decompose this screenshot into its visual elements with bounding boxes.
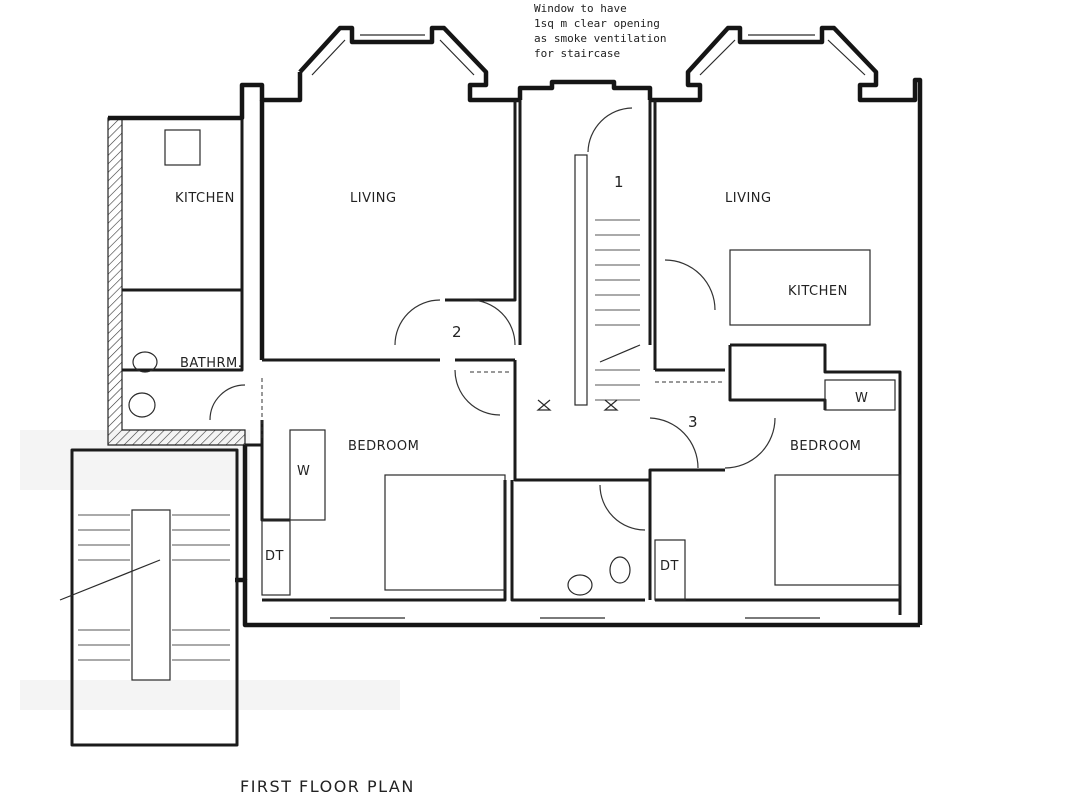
room-label-kitchen-left: KITCHEN bbox=[175, 191, 235, 206]
living-left-right-wall bbox=[445, 100, 517, 302]
dt-right-label: DT bbox=[660, 559, 679, 574]
kitchen-right-units bbox=[729, 249, 871, 326]
flat-number-3: 3 bbox=[688, 413, 698, 431]
door-stair-top bbox=[587, 107, 633, 153]
wardrobe-left-label: W bbox=[297, 464, 310, 479]
annotation-line-1: Window to have bbox=[534, 2, 627, 15]
door-right-bedroom bbox=[724, 417, 776, 469]
external-stair-treads bbox=[78, 514, 230, 661]
left-block-partitions bbox=[122, 120, 244, 372]
wardrobe-right-label: W bbox=[855, 391, 868, 406]
left-bedroom-bottom bbox=[262, 480, 507, 602]
dt-right-cupboard bbox=[654, 539, 686, 601]
annotation-line-3: as smoke ventilation bbox=[534, 32, 666, 45]
main-left-wall bbox=[242, 100, 265, 580]
living-right-bottom-wall bbox=[655, 343, 902, 615]
interior-walls bbox=[122, 100, 902, 615]
room-label-bathroom: BATHRM. bbox=[180, 356, 242, 371]
doors bbox=[209, 107, 776, 531]
outer-walls bbox=[107, 25, 923, 628]
left-bay-window-wall bbox=[298, 25, 520, 103]
external-staircase bbox=[59, 448, 239, 747]
bathroom-center-walls bbox=[510, 480, 652, 602]
bottom-wall bbox=[235, 577, 920, 628]
dashed-lines bbox=[261, 371, 725, 440]
stair-right-wall bbox=[648, 100, 657, 370]
door-left-living-b bbox=[469, 299, 516, 346]
center-basin bbox=[609, 556, 631, 584]
door-right-living bbox=[664, 259, 716, 311]
door-landing-3 bbox=[649, 417, 699, 469]
right-bay-glazing bbox=[699, 34, 866, 76]
central-staircase bbox=[536, 154, 641, 411]
right-bay-window-wall bbox=[650, 25, 923, 625]
annotation-line-2: 1sq m clear opening bbox=[534, 17, 660, 30]
stair-break-line bbox=[599, 344, 641, 363]
left-block-wall bbox=[107, 117, 246, 446]
kitchen-left-sink bbox=[164, 129, 201, 166]
stair-treads bbox=[595, 219, 640, 401]
left-bedroom-wall bbox=[245, 420, 290, 522]
annotation-line-4: for staircase bbox=[534, 47, 620, 60]
dt-left-cupboard bbox=[261, 519, 291, 596]
flat-number-2: 2 bbox=[452, 323, 462, 341]
room-label-kitchen-right: KITCHEN bbox=[788, 284, 848, 299]
flat-number-1: 1 bbox=[614, 173, 624, 191]
external-stair-break bbox=[59, 559, 161, 601]
external-stair-enclosure bbox=[70, 448, 239, 747]
bed-left bbox=[384, 474, 506, 591]
room-label-living-left: LIVING bbox=[350, 191, 397, 206]
furniture bbox=[128, 129, 901, 601]
stair-arrows bbox=[536, 399, 619, 411]
door-bathroom bbox=[599, 484, 646, 531]
external-stair-well bbox=[131, 509, 171, 681]
bath-basin bbox=[128, 392, 156, 418]
door-bathrm bbox=[209, 384, 246, 421]
left-top-wall bbox=[108, 72, 303, 121]
stair-window-wall bbox=[517, 79, 653, 100]
room-label-bedroom-left: BEDROOM bbox=[348, 439, 419, 454]
stair-handrail bbox=[574, 154, 588, 406]
wardrobe-left bbox=[289, 429, 326, 521]
center-toilet bbox=[567, 574, 593, 596]
room-label-living-right: LIVING bbox=[725, 191, 772, 206]
door-left-living bbox=[394, 299, 441, 346]
drawing-title: FIRST FLOOR PLAN bbox=[240, 777, 415, 796]
paper-shade-2 bbox=[20, 680, 400, 710]
door-left-bedroom bbox=[454, 369, 501, 416]
kitchen-right-corner bbox=[728, 345, 827, 410]
left-bay-glazing bbox=[311, 34, 475, 76]
wardrobe-right bbox=[824, 379, 896, 411]
bed-right bbox=[774, 474, 901, 586]
bath-toilet bbox=[132, 351, 158, 373]
room-label-bedroom-right: BEDROOM bbox=[790, 439, 861, 454]
dt-left-label: DT bbox=[265, 549, 284, 564]
